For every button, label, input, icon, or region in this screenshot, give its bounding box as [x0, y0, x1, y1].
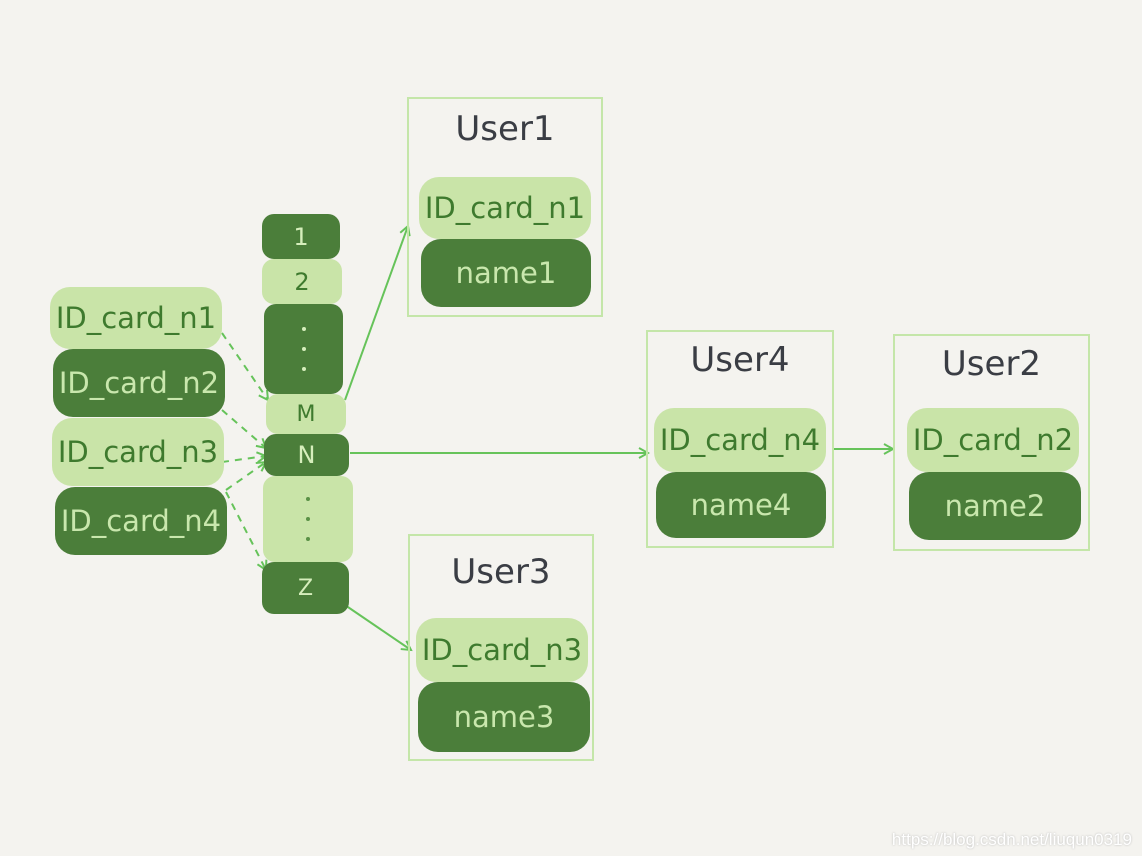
user4-record: User4 ID_card_n4 name4 [646, 330, 834, 548]
key-label: ID_card_n4 [60, 503, 222, 538]
user4-id-card: ID_card_n4 [654, 408, 826, 472]
dashed-arrow-n1-to-m [221, 332, 268, 400]
dashed-arrow-n2-to-n [221, 409, 266, 448]
dashed-arrow-n4-to-z [225, 491, 266, 570]
dashed-arrow-n3-to-n [221, 456, 266, 463]
hash-slot-2: 2 [262, 259, 342, 304]
hash-slot-z: Z [262, 562, 349, 614]
user1-record: User1 ID_card_n1 name1 [407, 97, 603, 317]
key-id-card-n1: ID_card_n1 [50, 287, 222, 349]
key-label: ID_card_n2 [58, 365, 220, 400]
name-label: name3 [453, 699, 555, 734]
user3-id-card: ID_card_n3 [416, 618, 588, 682]
name-label: name2 [944, 488, 1046, 523]
key-label: ID_card_n1 [55, 300, 217, 335]
slot-label: 2 [294, 267, 310, 296]
slot-label: 1 [293, 222, 309, 251]
ellipsis-dots [264, 304, 343, 394]
user1-id-card: ID_card_n1 [419, 177, 591, 239]
slot-label: M [296, 401, 316, 427]
watermark: https://blog.csdn.net/liuqun0319 [891, 830, 1132, 849]
key-label: ID_card_n3 [57, 434, 219, 469]
user4-title: User4 [690, 340, 790, 380]
hash-slot-ellipsis-top [264, 304, 343, 394]
slot-label: Z [297, 575, 314, 601]
slot-label: N [297, 441, 316, 469]
hash-slot-1: 1 [262, 214, 340, 259]
user2-id-card: ID_card_n2 [907, 408, 1079, 472]
hash-slot-ellipsis-bottom [263, 476, 353, 562]
id-card-label: ID_card_n2 [912, 422, 1074, 457]
name-label: name1 [455, 255, 557, 290]
ellipsis-dots [263, 476, 353, 562]
user1-title: User1 [455, 109, 555, 149]
id-card-label: ID_card_n4 [659, 422, 821, 457]
user1-name: name1 [421, 239, 591, 307]
hash-slot-m: M [266, 394, 346, 434]
key-id-card-n4: ID_card_n4 [55, 487, 227, 555]
user4-name: name4 [656, 472, 826, 538]
arrow-z-to-user3 [341, 602, 411, 650]
hash-slot-n: N [264, 434, 349, 476]
user3-name: name3 [418, 682, 590, 752]
key-id-card-n3: ID_card_n3 [52, 418, 224, 486]
dashed-arrow-n4-to-n [225, 462, 266, 491]
key-id-card-n2: ID_card_n2 [53, 349, 225, 417]
user2-record: User2 ID_card_n2 name2 [893, 334, 1090, 551]
arrow-m-to-user1 [344, 226, 408, 401]
user2-name: name2 [909, 472, 1081, 540]
user3-record: User3 ID_card_n3 name3 [408, 534, 594, 761]
id-card-label: ID_card_n3 [421, 632, 583, 667]
user3-title: User3 [451, 552, 551, 592]
user2-title: User2 [941, 344, 1042, 384]
name-label: name4 [690, 487, 792, 522]
id-card-label: ID_card_n1 [424, 190, 586, 225]
